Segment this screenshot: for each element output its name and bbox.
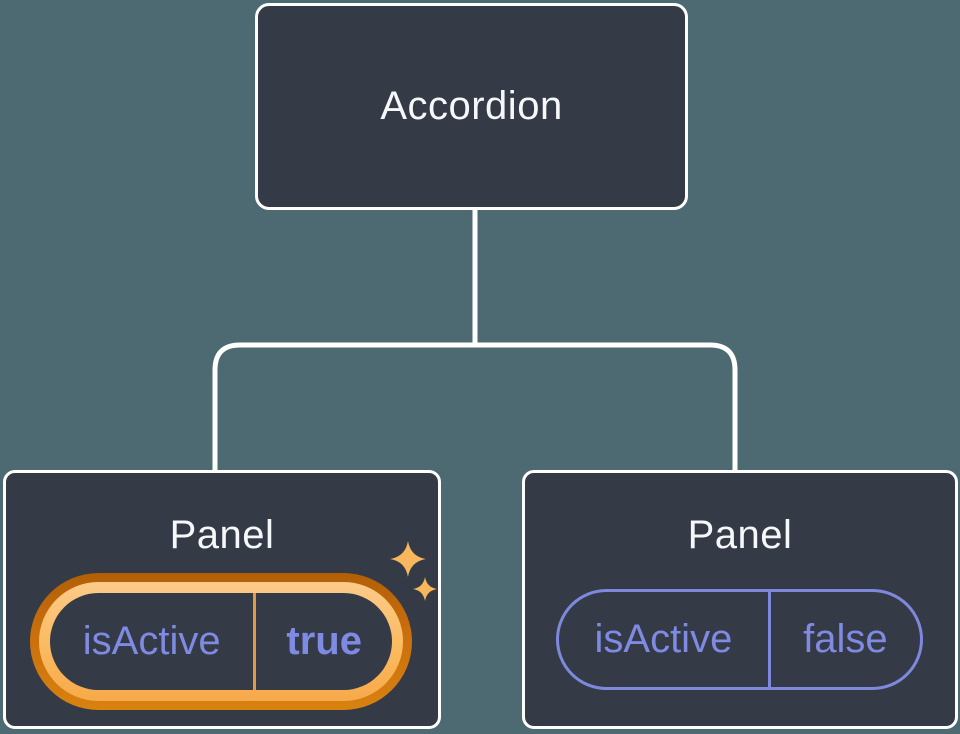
state-name-label: isActive [82, 619, 221, 663]
panel-node-title: Panel [687, 513, 793, 557]
state-pill-inactive: isActive false [556, 589, 923, 690]
accordion-node: Accordion [255, 3, 688, 210]
panel-node-inactive: Panel isActive false [522, 470, 958, 729]
panel-node-active: Panel isActive true [3, 470, 441, 729]
accordion-node-title: Accordion [380, 84, 563, 128]
panel-node-title: Panel [169, 513, 275, 557]
connector-bracket [212, 342, 738, 471]
state-value-label: false [767, 592, 920, 687]
state-name-label: isActive [594, 617, 733, 661]
sparkle-icon [413, 577, 437, 601]
state-pill-active: isActive true [50, 593, 392, 690]
state-value-label: true [253, 593, 392, 690]
state-highlight-ring-inner: isActive true [39, 582, 403, 701]
state-highlight-ring: isActive true [30, 573, 412, 710]
